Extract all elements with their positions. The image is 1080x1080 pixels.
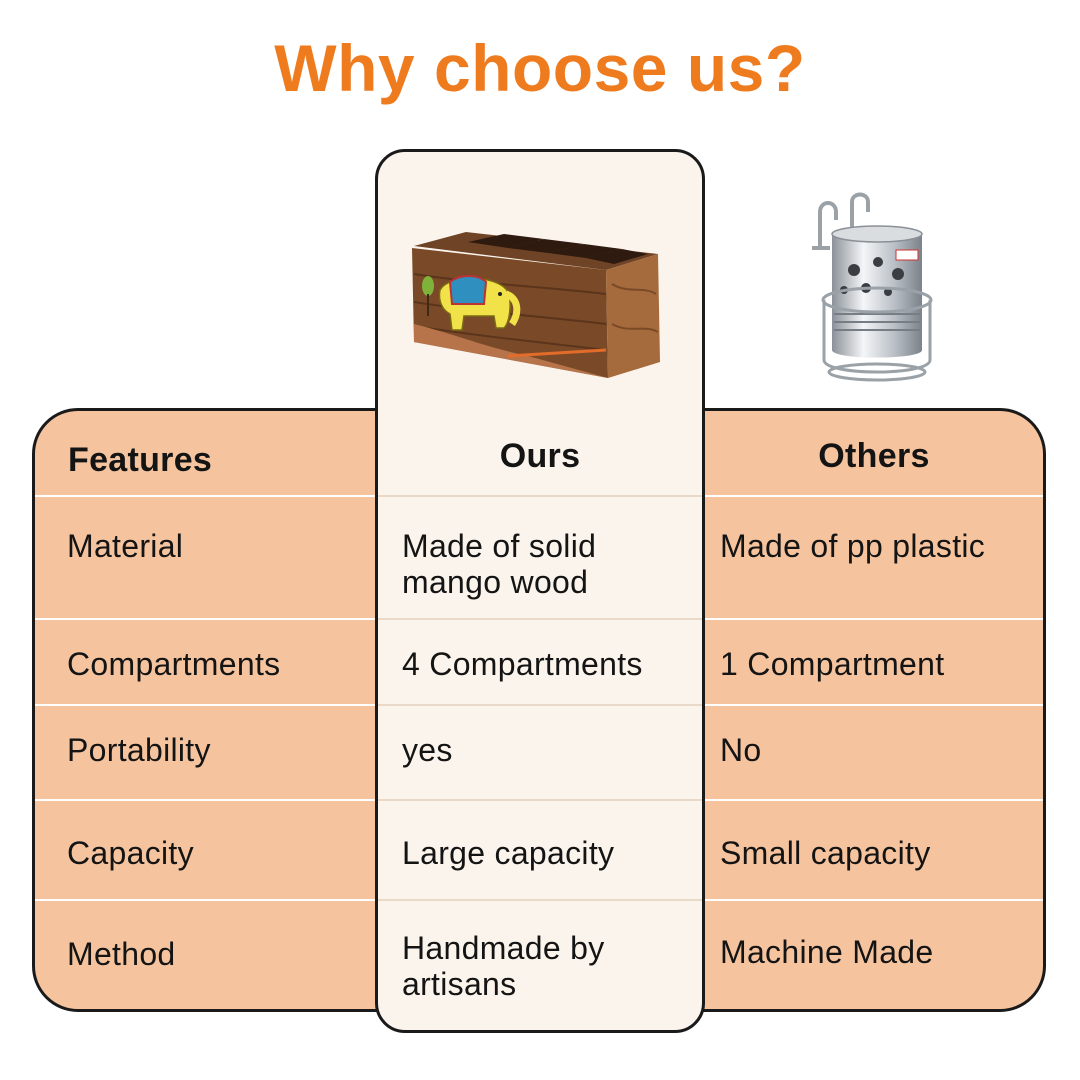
row-divider bbox=[705, 899, 1043, 901]
steel-cutlery-holder-image bbox=[812, 192, 933, 382]
wooden-cutlery-holder-image bbox=[412, 232, 660, 378]
row-divider bbox=[35, 495, 375, 497]
page-title: Why choose us? bbox=[274, 31, 806, 105]
row-divider bbox=[378, 618, 702, 620]
feature-label: Capacity bbox=[67, 835, 194, 871]
row-divider bbox=[35, 799, 375, 801]
row-divider bbox=[378, 495, 702, 497]
ours-value: mango wood bbox=[402, 564, 589, 600]
header-ours: Ours bbox=[499, 437, 581, 475]
feature-label: Compartments bbox=[67, 646, 281, 682]
ours-value: Handmade by bbox=[402, 930, 605, 966]
ours-value: Made of solid bbox=[402, 528, 597, 564]
row-divider bbox=[705, 618, 1043, 620]
feature-label: Portability bbox=[67, 732, 211, 768]
row-divider bbox=[705, 495, 1043, 497]
row-divider bbox=[35, 704, 375, 706]
feature-label: Method bbox=[67, 936, 176, 972]
row-divider bbox=[705, 799, 1043, 801]
feature-label: Material bbox=[67, 528, 184, 564]
others-value: No bbox=[720, 732, 762, 768]
others-value: Machine Made bbox=[720, 934, 934, 970]
ours-value: 4 Compartments bbox=[402, 646, 643, 682]
row-divider bbox=[378, 899, 702, 901]
ours-value: Large capacity bbox=[402, 835, 615, 871]
row-divider bbox=[378, 704, 702, 706]
header-features: Features bbox=[68, 441, 213, 479]
header-others: Others bbox=[818, 437, 930, 475]
row-divider bbox=[378, 799, 702, 801]
row-divider bbox=[35, 899, 375, 901]
others-value: Small capacity bbox=[720, 835, 931, 871]
row-divider bbox=[35, 618, 375, 620]
ours-value: yes bbox=[402, 732, 453, 768]
others-value: Made of pp plastic bbox=[720, 528, 986, 564]
ours-value: artisans bbox=[402, 966, 517, 1002]
row-divider bbox=[705, 704, 1043, 706]
others-value: 1 Compartment bbox=[720, 646, 945, 682]
